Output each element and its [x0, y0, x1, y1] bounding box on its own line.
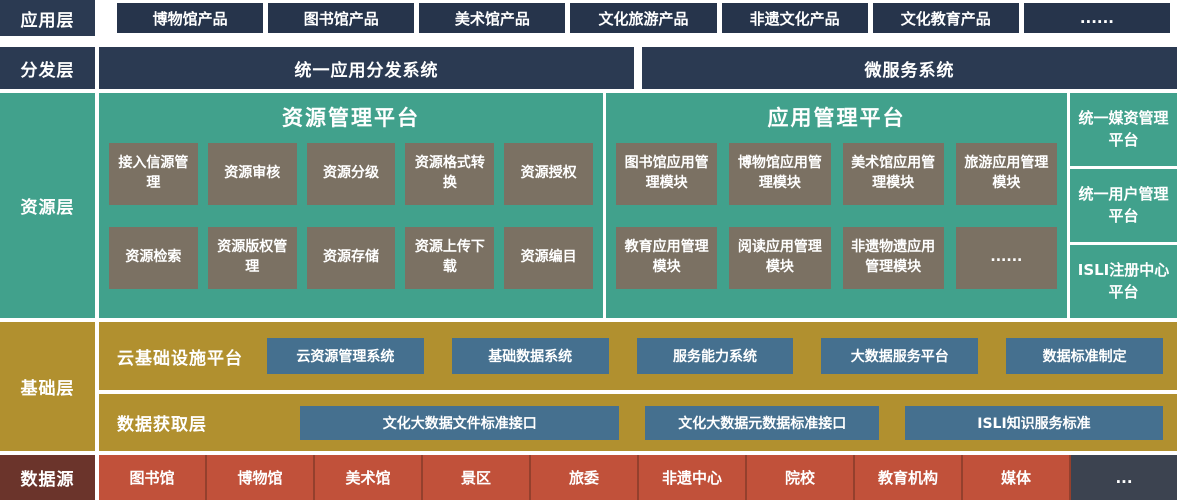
resource-function-box: 资源版权管理: [207, 227, 297, 289]
data-source-box: 媒体: [963, 455, 1069, 500]
resource-function-box: 资源存储: [306, 227, 396, 289]
data-source-box: 教育机构: [855, 455, 961, 500]
base-layer-content: 云基础设施平台 云资源管理系统 基础数据系统 服务能力系统 大数据服务平台 数据…: [99, 322, 1177, 451]
app-module-box: 旅游应用管理模块: [955, 143, 1057, 205]
cloud-infrastructure-row: 云基础设施平台 云资源管理系统 基础数据系统 服务能力系统 大数据服务平台 数据…: [99, 322, 1177, 390]
standard-interface-box: 文化大数据文件标准接口: [300, 405, 620, 440]
standard-interface-box: 文化大数据元数据标准接口: [645, 405, 879, 440]
app-module-box: 教育应用管理模块: [616, 227, 718, 289]
unified-user-platform-box: 统一用户管理平台: [1070, 169, 1177, 242]
resource-function-box: 接入信源管理: [109, 143, 198, 205]
data-source-box: 院校: [747, 455, 853, 500]
band-gap: [0, 318, 1177, 322]
app-module-box: 图书馆应用管理模块: [616, 143, 718, 205]
data-source-band: 数据源 图书馆 博物馆 美术馆 景区 旅委 非遗中心 院校 教育机构 媒体 ..…: [0, 455, 1177, 500]
data-source-box: 景区: [423, 455, 529, 500]
app-product-box: 图书馆产品: [268, 3, 415, 33]
resource-layer-label: 资源层: [0, 93, 95, 318]
standard-interface-box: ISLI知识服务标准: [904, 405, 1163, 440]
data-source-items: 图书馆 博物馆 美术馆 景区 旅委 非遗中心 院校 教育机构 媒体 ...: [99, 455, 1177, 500]
application-layer-band: 应用层 博物馆产品 图书馆产品 美术馆产品 文化旅游产品 非遗文化产品 文化教育…: [0, 0, 1177, 36]
base-system-box: 云资源管理系统: [267, 338, 424, 374]
app-product-box: 文化教育产品: [872, 3, 1019, 33]
base-layer-band: 基础层 云基础设施平台 云资源管理系统 基础数据系统 服务能力系统 大数据服务平…: [0, 322, 1177, 451]
app-platform-row-1: 图书馆应用管理模块 博物馆应用管理模块 美术馆应用管理模块 旅游应用管理模块: [616, 143, 1057, 205]
resource-management-platform-title: 资源管理平台: [282, 106, 421, 130]
data-acquisition-items: 文化大数据文件标准接口 文化大数据元数据标准接口 ISLI知识服务标准: [242, 405, 1163, 440]
base-layer-label: 基础层: [0, 322, 95, 451]
app-module-box-ellipsis: ......: [955, 227, 1057, 289]
application-layer-items: 博物馆产品 图书馆产品 美术馆产品 文化旅游产品 非遗文化产品 文化教育产品 .…: [99, 0, 1177, 36]
app-platform-row-2: 教育应用管理模块 阅读应用管理模块 非遗物遗应用管理模块 ......: [616, 227, 1057, 289]
app-product-box: 美术馆产品: [419, 3, 566, 33]
data-source-box-ellipsis: ...: [1071, 455, 1177, 500]
app-product-box-ellipsis: ......: [1023, 3, 1170, 33]
isli-registration-platform-box: ISLI注册中心平台: [1070, 245, 1177, 318]
unified-distribution-system-box: 统一应用分发系统: [99, 47, 634, 89]
side-platforms-column: 统一媒资管理平台 统一用户管理平台 ISLI注册中心平台: [1070, 93, 1177, 318]
resource-platform-row-2: 资源检索 资源版权管理 资源存储 资源上传下载 资源编目: [109, 227, 594, 289]
resource-management-platform-panel: 资源管理平台 接入信源管理 资源审核 资源分级 资源格式转换 资源授权 资源检索…: [99, 93, 604, 318]
data-source-box: 旅委: [531, 455, 637, 500]
resource-function-box: 资源检索: [109, 227, 198, 289]
application-management-platform-title: 应用管理平台: [767, 106, 906, 130]
unified-media-platform-box: 统一媒资管理平台: [1070, 93, 1177, 166]
app-module-box: 美术馆应用管理模块: [842, 143, 944, 205]
band-gap: [0, 89, 1177, 93]
resource-layer-band: 资源层 资源管理平台 接入信源管理 资源审核 资源分级 资源格式转换 资源授权 …: [0, 93, 1177, 318]
cloud-infrastructure-items: 云资源管理系统 基础数据系统 服务能力系统 大数据服务平台 数据标准制定: [259, 338, 1163, 374]
data-source-box: 非遗中心: [639, 455, 745, 500]
base-system-box: 服务能力系统: [636, 338, 794, 374]
resource-function-box: 资源上传下载: [405, 227, 495, 289]
data-source-box: 美术馆: [315, 455, 421, 500]
app-product-box: 文化旅游产品: [570, 3, 717, 33]
resource-function-box: 资源授权: [504, 143, 594, 205]
app-product-box: 博物馆产品: [117, 3, 264, 33]
cloud-infrastructure-title: 云基础设施平台: [117, 348, 243, 369]
resource-function-box: 资源编目: [504, 227, 594, 289]
band-gap: [0, 451, 1177, 455]
resource-platform-row-1: 接入信源管理 资源审核 资源分级 资源格式转换 资源授权: [109, 143, 594, 205]
base-system-box: 基础数据系统: [451, 338, 609, 374]
app-module-box: 非遗物遗应用管理模块: [842, 227, 944, 289]
resource-function-box: 资源格式转换: [405, 143, 495, 205]
distribution-layer-items: 统一应用分发系统 微服务系统: [99, 47, 1177, 89]
app-module-box: 博物馆应用管理模块: [729, 143, 831, 205]
data-source-label: 数据源: [0, 455, 95, 500]
distribution-layer-band: 分发层 统一应用分发系统 微服务系统: [0, 47, 1177, 89]
data-source-box: 博物馆: [207, 455, 313, 500]
data-source-box: 图书馆: [99, 455, 205, 500]
base-system-box: 数据标准制定: [1006, 338, 1163, 374]
base-system-box: 大数据服务平台: [821, 338, 979, 374]
app-module-box: 阅读应用管理模块: [729, 227, 831, 289]
application-management-platform-panel: 应用管理平台 图书馆应用管理模块 博物馆应用管理模块 美术馆应用管理模块 旅游应…: [606, 93, 1067, 318]
microservice-system-box: 微服务系统: [642, 47, 1177, 89]
application-layer-label: 应用层: [0, 0, 95, 36]
resource-function-box: 资源审核: [207, 143, 297, 205]
data-acquisition-row: 数据获取层 文化大数据文件标准接口 文化大数据元数据标准接口 ISLI知识服务标…: [99, 394, 1177, 451]
resource-layer-content: 资源管理平台 接入信源管理 资源审核 资源分级 资源格式转换 资源授权 资源检索…: [99, 93, 1177, 318]
distribution-layer-label: 分发层: [0, 47, 95, 89]
band-gap: [0, 36, 1177, 47]
resource-function-box: 资源分级: [306, 143, 396, 205]
app-product-box: 非遗文化产品: [721, 3, 868, 33]
data-acquisition-title: 数据获取层: [117, 415, 207, 435]
